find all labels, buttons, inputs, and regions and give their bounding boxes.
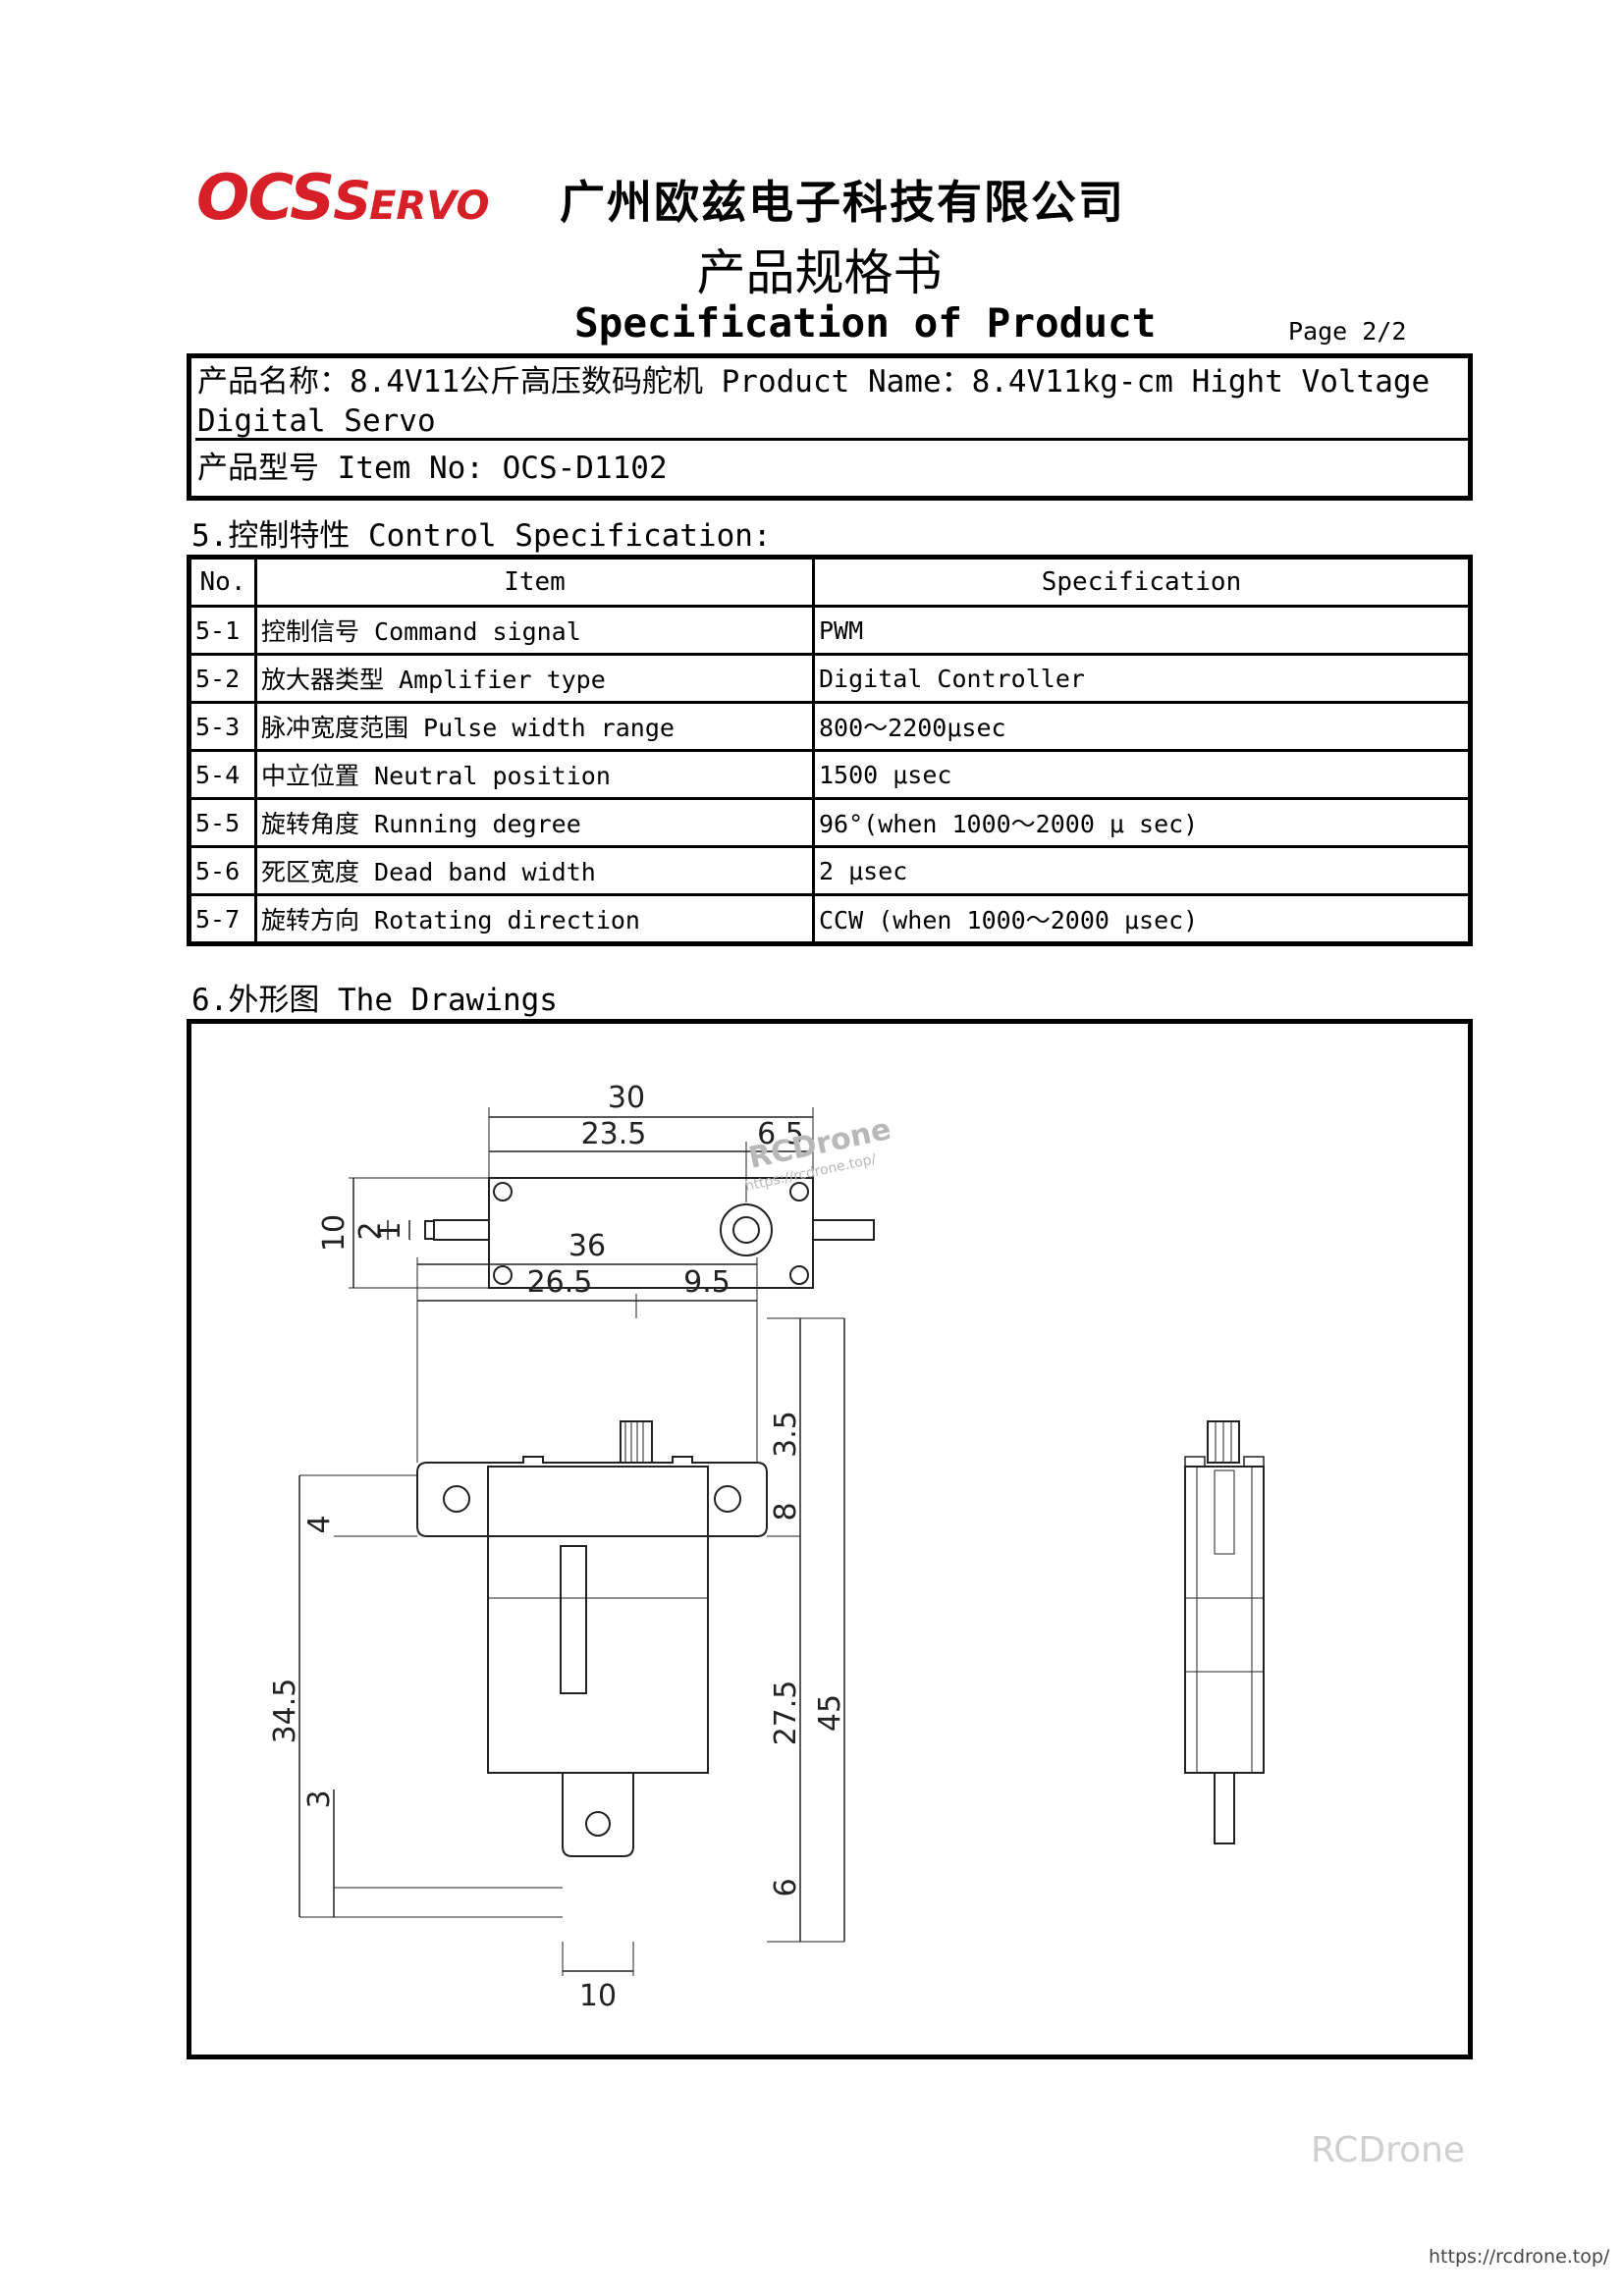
- output-gear-icon: [720, 1203, 773, 1256]
- row-no: 5-7: [188, 893, 257, 945]
- row-item: 中立位置 Neutral position: [254, 749, 815, 800]
- servo-drawing: 30 23.5 6.5 10 2 1: [268, 1081, 1265, 2013]
- control-spec-title: 5.控制特性 Control Specification:: [191, 518, 772, 554]
- row-item: 控制信号 Command signal: [254, 605, 815, 656]
- screw-icon: [493, 1265, 513, 1285]
- dim-front-ear: 8: [769, 1502, 803, 1521]
- dim-top-right: 6.5: [757, 1117, 804, 1151]
- row-spec: 2 μsec: [812, 845, 1472, 896]
- logo-sub: ERVO: [369, 184, 490, 229]
- tab-hole-icon: [585, 1811, 611, 1837]
- side-bottom-tab: [1214, 1772, 1235, 1844]
- dim-front-hole: 4: [302, 1515, 337, 1533]
- front-bottom-tab: [562, 1773, 634, 1857]
- row-item: 旋转方向 Rotating direction: [254, 893, 815, 945]
- row-spec: 800～2200μsec: [812, 701, 1472, 752]
- footer-brand: RCDrone: [1311, 2130, 1466, 2170]
- table-header-row: No. Item Specification: [188, 556, 1472, 608]
- mount-hole-icon: [443, 1485, 470, 1513]
- dim-front-right: 9.5: [683, 1265, 730, 1300]
- dim-front-body: 27.5: [769, 1681, 803, 1746]
- side-view: [1184, 1420, 1265, 1844]
- front-body: [487, 1466, 709, 1774]
- item-number: 产品型号 Item No: OCS-D1102: [197, 451, 668, 486]
- header-spec: Specification: [812, 556, 1472, 608]
- front-mount-ears: [416, 1456, 768, 1537]
- dim-front-tab-width: 10: [579, 1979, 617, 2013]
- row-no: 5-2: [188, 653, 257, 704]
- dim-front-left: 26.5: [527, 1265, 593, 1300]
- row-item: 旋转角度 Running degree: [254, 797, 815, 848]
- header-item: Item: [254, 556, 815, 608]
- row-item: 放大器类型 Amplifier type: [254, 653, 815, 704]
- row-no: 5-6: [188, 845, 257, 896]
- dim-top-left: 23.5: [581, 1117, 647, 1151]
- mount-hole-icon: [714, 1485, 741, 1513]
- front-output-spline: [620, 1420, 653, 1464]
- header-no: No.: [188, 556, 257, 608]
- dim-front-bottom: 6: [769, 1878, 803, 1896]
- document-title-text: 产品规格书: [696, 244, 943, 301]
- row-item: 死区宽度 Dead band width: [254, 845, 815, 896]
- product-name: 产品名称：8.4V11公斤高压数码舵机 Product Name：8.4V11k…: [195, 362, 1468, 441]
- dim-front-left-total: 34.5: [268, 1679, 302, 1744]
- logo-main: OCS: [196, 162, 335, 235]
- row-spec: Digital Controller: [812, 653, 1472, 704]
- company-name: 广州欧兹电子科技有限公司: [560, 176, 1125, 229]
- dim-top-total: 30: [608, 1081, 645, 1115]
- row-item: 脉冲宽度范围 Pulse width range: [254, 701, 815, 752]
- product-name-line2: Digital Servo: [197, 403, 436, 439]
- row-no: 5-4: [188, 749, 257, 800]
- product-info-box: 产品名称：8.4V11公斤高压数码舵机 Product Name：8.4V11k…: [187, 353, 1473, 501]
- row-no: 5-5: [188, 797, 257, 848]
- screw-icon: [493, 1182, 513, 1201]
- row-no: 5-3: [188, 701, 257, 752]
- dim-top-shaft: 2: [353, 1221, 388, 1240]
- document-title-en: Specification of Product: [574, 299, 1157, 347]
- front-view: [298, 1257, 845, 1976]
- footer-url[interactable]: https://rcdrone.top/: [1429, 2246, 1610, 2268]
- dim-front-overall: 45: [813, 1694, 847, 1732]
- row-spec: PWM: [812, 605, 1472, 656]
- output-gear-hub-icon: [732, 1216, 760, 1244]
- screw-icon: [789, 1265, 809, 1285]
- page-number: Page 2/2: [1288, 317, 1407, 346]
- top-tab-left: [433, 1219, 490, 1241]
- row-spec: 1500 μsec: [812, 749, 1472, 800]
- screw-icon: [789, 1182, 809, 1201]
- ocservo-logo: OCSSERVO: [196, 162, 489, 235]
- top-shaft-right: [812, 1219, 875, 1241]
- top-pin: [424, 1220, 435, 1240]
- dim-top-pin: 1: [373, 1221, 407, 1240]
- dim-front-tab: 3: [302, 1789, 337, 1808]
- front-label-slot: [560, 1545, 587, 1694]
- dim-front-total: 36: [568, 1229, 606, 1263]
- row-spec: CCW (when 1000～2000 μsec): [812, 893, 1472, 945]
- drawings-title: 6.外形图 The Drawings: [191, 983, 558, 1018]
- row-no: 5-1: [188, 605, 257, 656]
- dim-top-height: 10: [317, 1214, 352, 1252]
- top-view: [349, 1107, 875, 1289]
- row-spec: 96°(when 1000～2000 μ sec): [812, 797, 1472, 848]
- dim-front-gear: 3.5: [769, 1411, 803, 1458]
- product-name-line1: 产品名称：8.4V11公斤高压数码舵机 Product Name：8.4V11k…: [197, 364, 1431, 400]
- drawings-box: 30 23.5 6.5 10 2 1: [187, 1019, 1473, 2059]
- logo-s: S: [333, 170, 371, 232]
- document-title: 产品规格书: [0, 234, 1623, 304]
